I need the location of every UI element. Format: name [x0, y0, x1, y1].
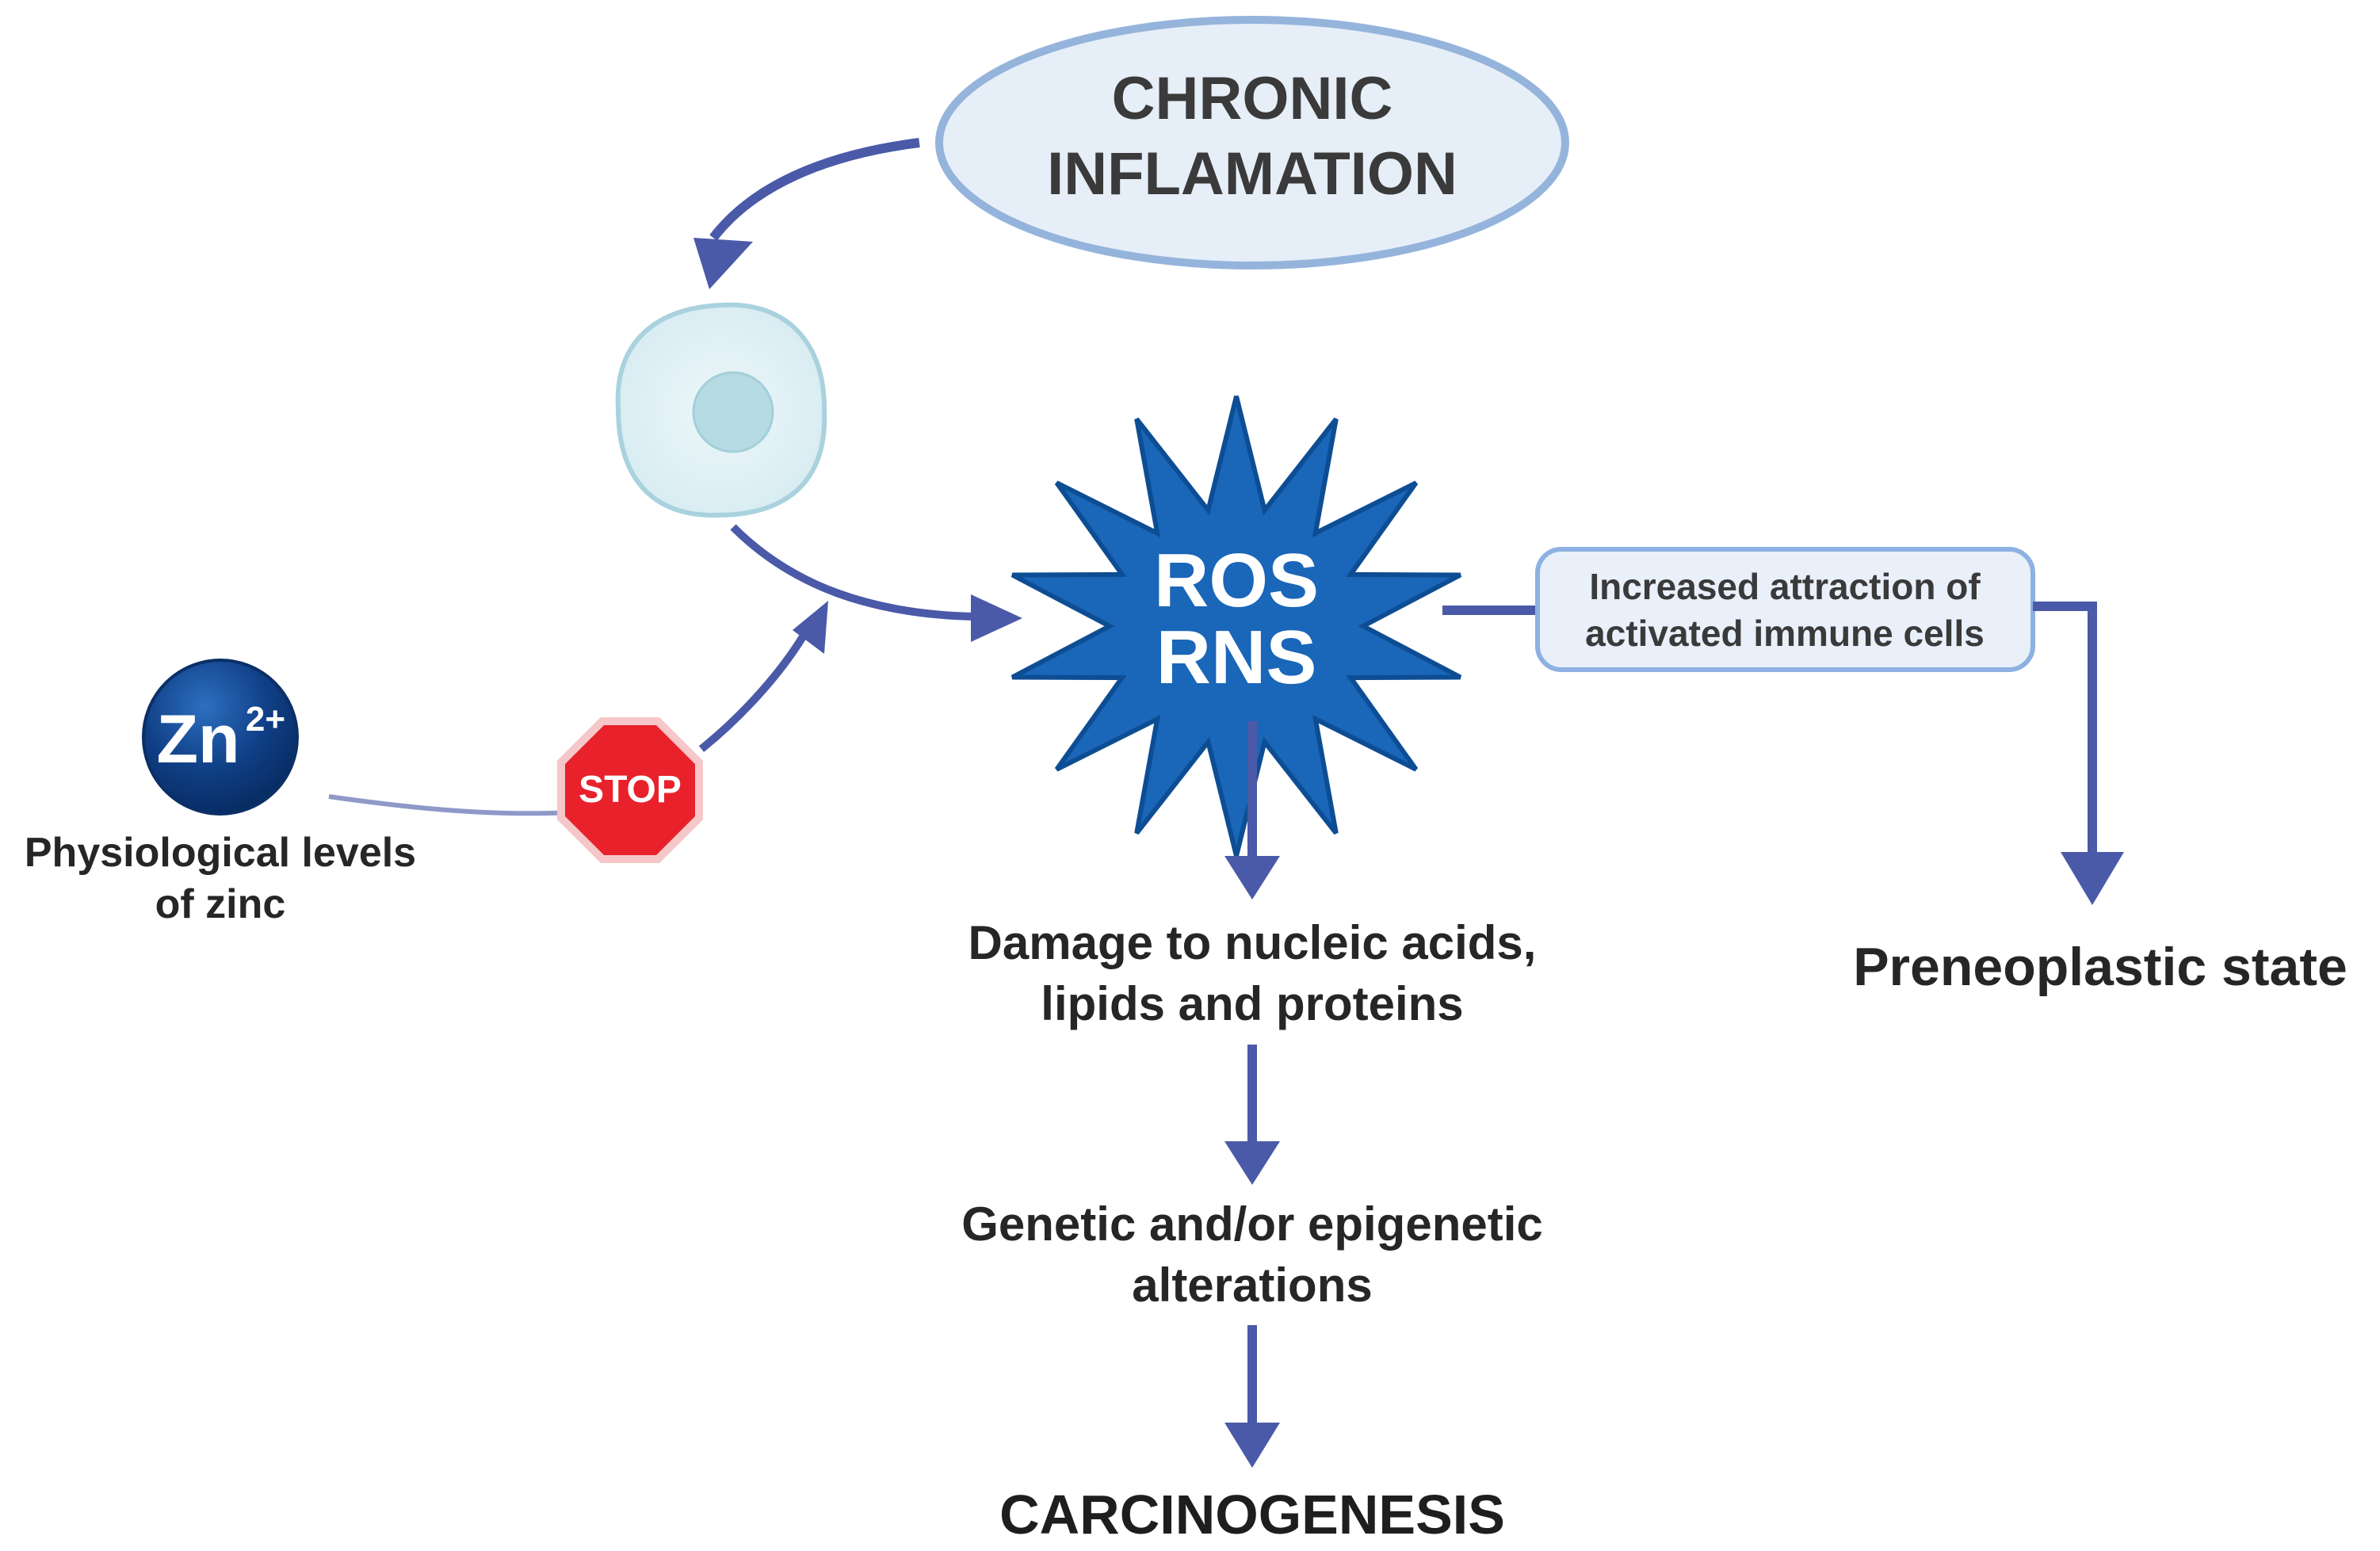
- arrow-immune-to-preneoplastic-head: [2061, 852, 2124, 905]
- arrow-damage-to-genetic-head: [1224, 1141, 1280, 1185]
- inflammation-ellipse: [935, 16, 1569, 269]
- immune-cells-box: Increased attraction of activated immune…: [1535, 547, 2035, 672]
- damage-label-line2: lipids and proteins: [1041, 977, 1463, 1030]
- arrow-immune-to-preneoplastic: [2033, 602, 2097, 856]
- zinc-ion-icon: [142, 659, 299, 816]
- line-zinc-to-stop: [328, 794, 571, 816]
- carcinogenesis-label: CARCINOGENESIS: [999, 1484, 1505, 1545]
- immune-box-line2: activated immune cells: [1585, 613, 1985, 654]
- damage-label-line1: Damage to nucleic acids,: [968, 916, 1537, 969]
- zinc-label-line2: of zinc: [155, 881, 286, 927]
- ros-rns-star: ROS RNS: [1010, 395, 1462, 857]
- arrow-cell-to-ros: [730, 524, 976, 621]
- zinc-charge: 2+: [246, 700, 285, 739]
- zinc-node: Zn 2+ Physiological levels of zinc: [25, 659, 416, 927]
- cell-icon: [615, 302, 827, 518]
- genetic-label-line1: Genetic and/or epigenetic: [961, 1198, 1543, 1251]
- genetic-label-line2: alterations: [1132, 1259, 1372, 1312]
- immune-box-line1: Increased attraction of: [1589, 566, 1981, 607]
- arrow-inflammation-to-cell-head: [693, 238, 753, 289]
- arrow-ros-to-damage-head: [1224, 856, 1280, 900]
- preneoplastic-label: Preneoplastic state: [1853, 937, 2348, 997]
- chronic-inflammation-node: CHRONIC INFLAMATION: [935, 16, 1569, 269]
- arrow-genetic-to-carcinogenesis-head: [1224, 1423, 1280, 1468]
- inflammation-label-line2: INFLAMATION: [1047, 140, 1457, 208]
- stop-sign-label: STOP: [579, 769, 682, 811]
- ros-label: ROS: [1154, 538, 1319, 623]
- arrow-stop-to-ros-head: [793, 601, 828, 654]
- zinc-symbol: Zn: [156, 701, 239, 777]
- arrow-cell-to-ros-head: [971, 594, 1022, 642]
- zinc-label-line1: Physiological levels: [25, 830, 416, 876]
- inflammation-label-line1: CHRONIC: [1112, 65, 1393, 132]
- arrow-inflammation-to-cell: [709, 138, 920, 241]
- rns-label: RNS: [1156, 615, 1317, 700]
- arrow-stop-to-ros: [698, 632, 808, 752]
- stop-sign-icon: STOP: [557, 717, 703, 863]
